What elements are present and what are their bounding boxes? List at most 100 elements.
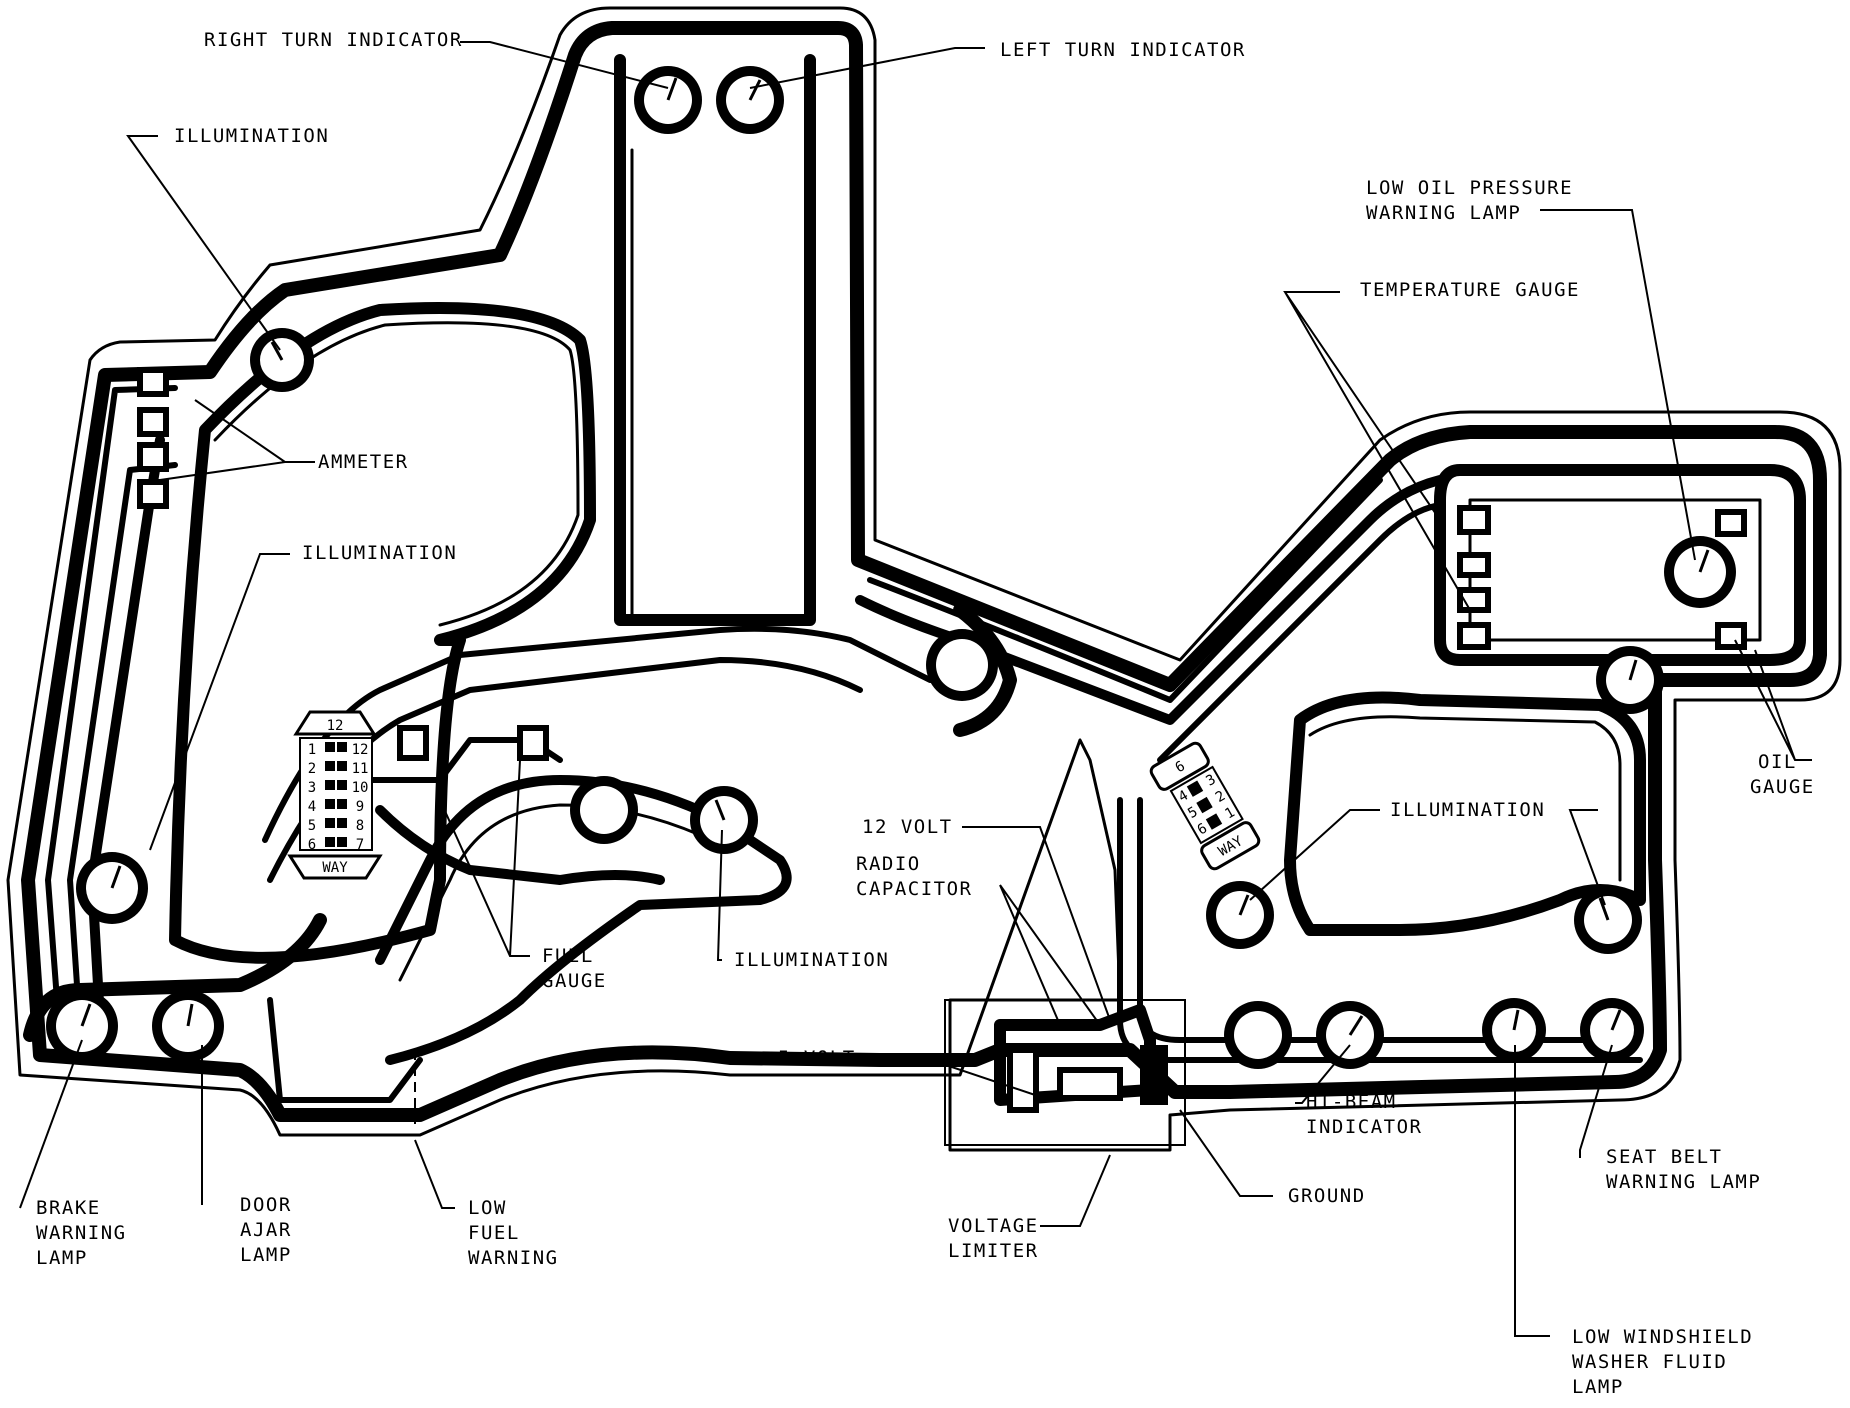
connector-12-bottom-label: WAY — [322, 860, 348, 876]
oil-pad-1 — [1715, 509, 1747, 537]
ammeter-pad-1 — [137, 367, 169, 397]
socket-door-ajar — [152, 990, 224, 1062]
bus-trace-1 — [855, 475, 1445, 725]
label-washer-line3: LAMP — [1572, 1376, 1624, 1398]
leader-lines — [19, 41, 1812, 1337]
connector-6-bottom — [1200, 821, 1261, 871]
label-low-fuel-line3: WARNING — [468, 1247, 559, 1269]
connector-12-top-label: 12 — [327, 718, 344, 734]
label-low-fuel-line1: LOW — [468, 1197, 507, 1219]
socket-fuel-left — [570, 776, 638, 844]
limiter-pad-2 — [1057, 1067, 1123, 1101]
label-temperature-gauge: TEMPERATURE GAUGE — [1360, 279, 1580, 301]
temp-pad-1 — [1457, 505, 1491, 535]
socket-illumination-bottom — [690, 786, 758, 854]
label-ammeter: AMMETER — [318, 451, 409, 473]
label-left-turn-indicator: LEFT TURN INDICATOR — [1000, 39, 1246, 61]
label-voltage-limiter-line1: VOLTAGE — [948, 1215, 1039, 1237]
pin-l-6: 6 — [308, 837, 316, 853]
label-oil-gauge-line2: GAUGE — [1750, 776, 1815, 798]
limiter-pad-3 — [1140, 1045, 1168, 1105]
label-oil-gauge-line1: OIL — [1758, 751, 1797, 773]
board-outline — [6, 6, 1842, 1152]
cavity-speedometer-inner — [630, 148, 808, 622]
label-radio-capacitor-line1: RADIO — [856, 853, 921, 875]
board-outline-inner — [21, 21, 1827, 1122]
label-5-volt: 5 VOLT — [778, 1047, 856, 1069]
bus-trace-2 — [867, 477, 1383, 703]
label-door-line2: AJAR — [240, 1219, 292, 1241]
pin-r-9: 9 — [356, 799, 364, 815]
connector-6-top — [1149, 741, 1210, 791]
label-hi-beam-line1: HI-BEAM — [1306, 1091, 1397, 1113]
label-illumination-bottom: ILLUMINATION — [734, 949, 889, 971]
label-washer-line2: WASHER FLUID — [1572, 1351, 1727, 1373]
label-brake-line1: BRAKE — [36, 1197, 101, 1219]
connector-12-bottom — [287, 854, 383, 880]
connector-12-body — [299, 737, 373, 851]
pin-r-12: 12 — [352, 742, 369, 758]
pin-l-3: 3 — [308, 780, 316, 796]
socket-illumination-right-2 — [1574, 886, 1642, 954]
socket-left-turn — [716, 66, 784, 134]
cavity-lower-right-inner — [1308, 715, 1622, 882]
lamp-sockets — [46, 66, 1736, 1069]
label-radio-capacitor-line2: CAPACITOR — [856, 878, 972, 900]
labels: RIGHT TURN INDICATOR LEFT TURN INDICATOR… — [36, 29, 1815, 1398]
socket-washer-fluid — [1482, 998, 1546, 1062]
socket-hi-beam — [1316, 1001, 1384, 1069]
temp-pad-2 — [1457, 552, 1491, 578]
label-low-oil-pressure-line1: LOW OIL PRESSURE — [1366, 177, 1573, 199]
label-washer-line1: LOW WINDSHIELD — [1572, 1326, 1753, 1348]
center-trace-3 — [953, 603, 1017, 737]
cavity-speedometer — [614, 54, 816, 626]
connector-12-contacts — [325, 742, 347, 847]
label-voltage-limiter-line2: LIMITER — [948, 1240, 1039, 1262]
label-hi-beam-line2: INDICATOR — [1306, 1116, 1422, 1138]
pin-l-1: 1 — [308, 742, 316, 758]
ammeter-pad-3 — [137, 442, 169, 472]
connector-6-way: 6 4 5 6 3 2 1 WAY — [1149, 741, 1261, 871]
cavity-left-inner — [213, 321, 580, 627]
lower-left-trace-2 — [267, 997, 423, 1103]
cavity-left — [169, 302, 596, 964]
label-low-fuel-line2: FUEL — [468, 1222, 520, 1244]
socket-illumination-left — [76, 852, 148, 924]
temp-pad-4 — [1457, 622, 1491, 650]
socket-brake — [46, 990, 118, 1062]
lower-left-trace — [23, 913, 327, 1042]
label-illumination-top: ILLUMINATION — [174, 125, 329, 147]
label-seat-belt-line2: WARNING LAMP — [1606, 1171, 1761, 1193]
socket-seat-belt — [1580, 998, 1644, 1062]
voltage-limiter-box — [944, 999, 1186, 1146]
cavity-fuel-inner — [398, 803, 702, 982]
pin-r-7: 7 — [356, 837, 364, 853]
label-door-line3: LAMP — [240, 1244, 292, 1266]
pin-r-8: 8 — [356, 818, 364, 834]
ammeter-pad-2 — [137, 407, 169, 437]
socket-illumination-right-1 — [1206, 881, 1274, 949]
label-fuel-gauge-line1: FUEL — [542, 945, 594, 967]
pin-l-5: 5 — [308, 818, 316, 834]
label-brake-line2: WARNING — [36, 1222, 127, 1244]
label-seat-belt-line1: SEAT BELT — [1606, 1146, 1722, 1168]
socket-right-turn — [634, 66, 702, 134]
connector-12-top — [293, 710, 377, 736]
oil-pad-2 — [1715, 622, 1747, 650]
left-trace-3 — [87, 435, 165, 1025]
socket-oil-gauge — [1596, 646, 1664, 714]
fuel-pad-2 — [517, 725, 549, 761]
label-right-turn-indicator: RIGHT TURN INDICATOR — [204, 29, 463, 51]
ammeter-pad-4 — [137, 479, 169, 509]
label-door-line1: DOOR — [240, 1194, 292, 1216]
fuel-pad-1 — [397, 725, 429, 761]
socket-lower-1 — [1224, 1001, 1292, 1069]
label-ground: GROUND — [1288, 1185, 1366, 1207]
socket-illumination-top — [250, 328, 314, 392]
socket-center-top — [926, 629, 998, 701]
label-low-oil-pressure-line2: WARNING LAMP — [1366, 202, 1521, 224]
socket-low-oil — [1664, 536, 1736, 608]
connector-12-way: 12 1 2 3 4 5 6 12 11 10 9 8 7 WAY — [287, 710, 383, 880]
pin-r-10: 10 — [352, 780, 369, 796]
